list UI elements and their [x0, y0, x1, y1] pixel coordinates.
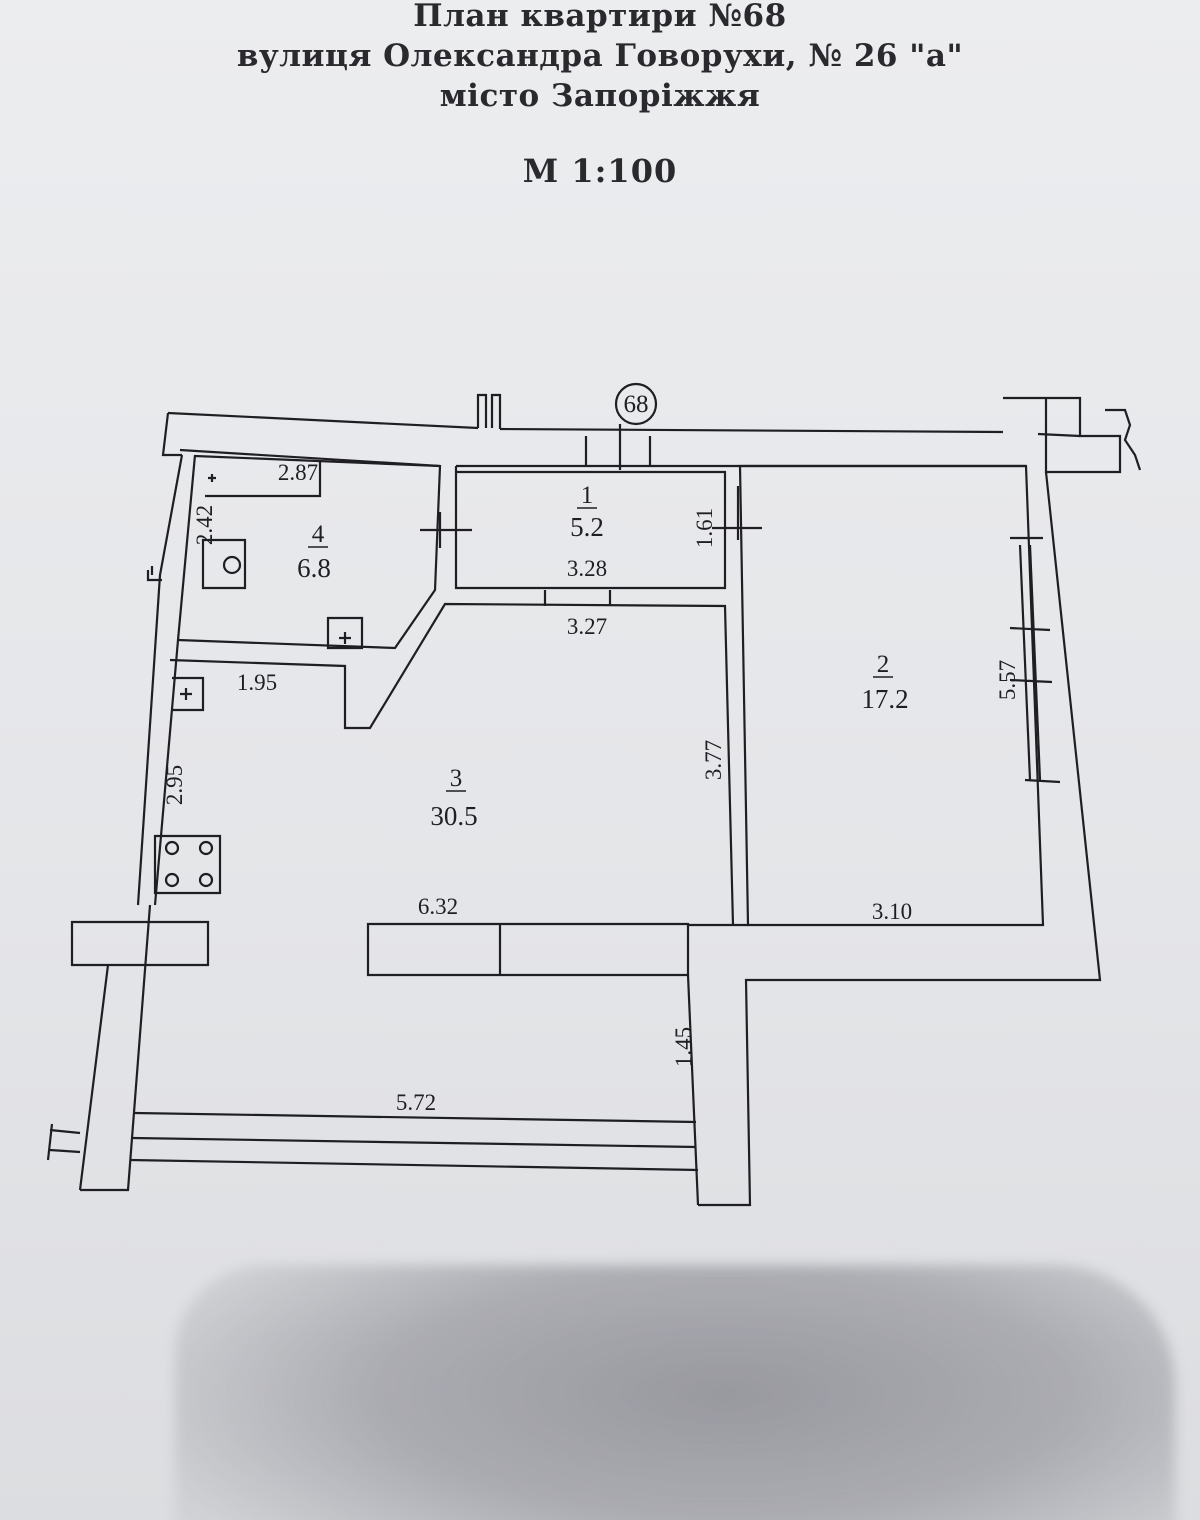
dimension-label: 2.87	[278, 460, 318, 485]
dimension-label: 3.28	[567, 556, 607, 581]
wall-right-outer	[698, 471, 1102, 1207]
room-1-area: 5.2	[570, 512, 604, 542]
dimension-label: 3.77	[701, 740, 726, 780]
room-2-number: 2	[877, 651, 890, 678]
photo-shadow	[175, 1265, 1175, 1520]
dimension-label: 3.10	[872, 899, 912, 924]
left-pillar	[70, 920, 210, 967]
wall-left-notch	[146, 566, 162, 582]
apartment-marker-number: 68	[624, 391, 649, 418]
bathroom-door-mark	[420, 512, 472, 548]
city-name: місто Запоріжжя	[439, 78, 761, 114]
toilet-bowl	[222, 555, 242, 575]
dimension-label: 2.95	[162, 765, 187, 805]
top-chimney	[476, 393, 502, 429]
entry-marker-line	[584, 424, 652, 470]
stove-burner	[164, 872, 180, 888]
kitchen-stove	[153, 834, 222, 895]
stove-burner	[198, 872, 214, 888]
bathroom-cross-vent	[208, 474, 216, 482]
wall-left-inner	[153, 454, 197, 906]
wall-top-left-cap	[161, 412, 182, 457]
room-2-area: 17.2	[861, 684, 908, 714]
bathroom-toilet	[201, 538, 247, 590]
wall-right-break	[1105, 408, 1142, 471]
bathroom-walls	[177, 454, 442, 650]
dimension-label: 5.72	[396, 1090, 436, 1115]
living-walls	[169, 602, 735, 926]
dimension-label: 3.27	[567, 614, 607, 639]
room-4-area: 6.8	[297, 553, 331, 583]
plan-title: План квартири №68	[413, 0, 787, 34]
partition-right	[686, 923, 748, 1206]
dimension-label: 2.42	[192, 505, 217, 545]
room-3-number: 3	[450, 765, 463, 792]
dimension-label: 6.32	[418, 894, 458, 919]
street-address: вулиця Олександра Говорухи, № 26 "а"	[236, 38, 964, 74]
stove-burner	[198, 840, 214, 856]
partition-block	[366, 922, 690, 977]
plan-header: План квартири №68 вулиця Олександра Гово…	[0, 0, 1200, 190]
bathroom-shelf	[205, 462, 322, 498]
dimension-label: 1.61	[692, 508, 717, 548]
wall-left-stub	[46, 1123, 81, 1161]
apartment-marker-circle	[614, 382, 658, 426]
bedroom-walls	[738, 464, 1045, 927]
stove-burner	[164, 840, 180, 856]
room-3-area: 30.5	[430, 801, 477, 831]
room-1-number: 1	[581, 482, 594, 509]
kitchen-counter-mark	[172, 676, 205, 712]
living-door-top	[543, 590, 612, 606]
scale-label: М 1:100	[522, 152, 678, 190]
room-4-number: 4	[312, 521, 325, 548]
wall-left-outer	[136, 454, 184, 906]
wall-left-lower	[78, 904, 152, 1192]
loggia-rail	[129, 1111, 699, 1172]
corridor-door-right	[712, 486, 762, 540]
corridor-walls	[454, 466, 727, 590]
bathroom-shower	[326, 616, 364, 650]
dimension-label: 5.57	[995, 660, 1020, 700]
dimension-label: 1.95	[237, 670, 277, 695]
dimension-label: 1.45	[671, 1027, 696, 1067]
bedroom-window	[1009, 536, 1061, 784]
